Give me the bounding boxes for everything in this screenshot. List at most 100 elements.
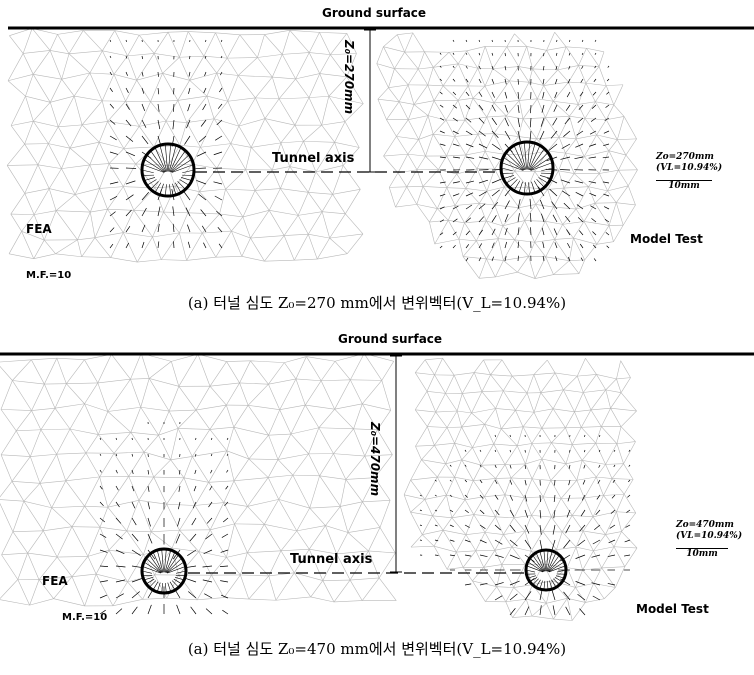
mesh-edge xyxy=(99,188,108,210)
mesh-edge xyxy=(223,502,248,507)
mesh-edge xyxy=(280,124,296,144)
mesh-edge xyxy=(55,239,78,255)
displacement-vector xyxy=(613,449,616,452)
mesh-edge xyxy=(43,210,57,241)
mesh-edge xyxy=(465,150,486,156)
mesh-edge xyxy=(280,548,310,552)
displacement-vector xyxy=(552,214,558,223)
tunnel-vector xyxy=(149,580,157,588)
mesh-edge xyxy=(558,170,565,189)
mesh-edge xyxy=(208,482,225,503)
mesh-edge xyxy=(61,148,71,169)
mesh-edge xyxy=(513,517,526,532)
displacement-vector xyxy=(449,479,452,482)
mesh-edge xyxy=(577,104,586,119)
mesh-edge xyxy=(296,525,326,532)
tunnel-vector xyxy=(164,583,167,593)
mesh-edge xyxy=(107,411,132,433)
mesh-edge xyxy=(154,574,168,599)
mesh-edge xyxy=(303,140,335,143)
mesh-edge xyxy=(332,165,344,195)
ground-surface-label: Ground surface xyxy=(338,332,443,346)
mesh-edge xyxy=(127,53,155,57)
mesh-edge xyxy=(107,406,141,412)
tunnel-vector xyxy=(546,550,549,572)
mesh-edge xyxy=(127,581,143,600)
mesh-edge xyxy=(49,188,76,195)
mesh-edge xyxy=(415,372,428,392)
displacement-vector xyxy=(215,135,223,141)
mesh-edge xyxy=(68,53,91,74)
mesh-edge xyxy=(473,359,484,373)
mesh-edge xyxy=(543,81,569,86)
mesh-edge xyxy=(433,545,457,553)
mesh-edge xyxy=(179,505,196,531)
displacement-vector xyxy=(504,130,511,140)
displacement-vector xyxy=(517,117,520,128)
tunnel-vector xyxy=(536,179,545,188)
mesh-edge xyxy=(162,72,190,81)
mesh-edge xyxy=(503,260,518,273)
mesh-edge xyxy=(230,143,246,170)
mesh-edge xyxy=(605,511,617,535)
displacement-vector xyxy=(560,179,571,184)
mesh-edge xyxy=(227,75,239,102)
mesh-edge xyxy=(415,409,436,413)
mesh-edge xyxy=(585,82,596,102)
displacement-vector xyxy=(592,539,601,545)
mesh-edge xyxy=(153,476,167,505)
mesh-edge xyxy=(84,382,99,404)
mesh-edge xyxy=(514,220,525,240)
mesh-edge xyxy=(492,66,519,69)
displacement-vector xyxy=(553,494,556,502)
mesh-edge xyxy=(203,55,228,59)
tunnel-vector xyxy=(169,184,172,196)
mesh-edge xyxy=(272,166,290,171)
mesh-edge xyxy=(486,190,495,206)
mesh-edge xyxy=(584,118,597,136)
tunnel-vector xyxy=(531,181,536,193)
mesh-edge xyxy=(406,186,418,205)
mesh-edge xyxy=(183,456,193,478)
mesh-edge xyxy=(565,152,585,157)
mesh-edge xyxy=(434,442,455,446)
mesh-edge xyxy=(51,480,67,508)
mesh-edge xyxy=(424,499,433,516)
mesh-edge xyxy=(257,54,283,58)
mesh-edge xyxy=(303,124,322,142)
mesh-edge xyxy=(605,531,622,535)
mesh-edge xyxy=(77,237,95,241)
mesh-edge xyxy=(509,80,530,83)
mesh-edge xyxy=(551,580,576,588)
mesh-edge xyxy=(39,480,66,484)
displacement-vector xyxy=(553,509,556,519)
tunnel-vector xyxy=(141,570,152,574)
displacement-vector xyxy=(491,52,494,56)
mesh-edge xyxy=(565,138,577,154)
mesh-edge xyxy=(29,579,40,606)
mesh-edge xyxy=(537,85,544,99)
displacement-vector xyxy=(579,524,586,532)
mesh-edge xyxy=(150,531,173,549)
mesh-edge xyxy=(546,50,559,71)
mesh-edge xyxy=(242,190,256,218)
mesh-edge xyxy=(211,557,227,576)
mesh-edge xyxy=(101,74,115,101)
mesh-edge xyxy=(442,358,455,376)
mesh-edge xyxy=(364,429,378,457)
mesh-edge xyxy=(233,426,269,436)
mesh-edge xyxy=(503,186,520,208)
mesh-edge xyxy=(494,205,504,226)
mesh-edge xyxy=(502,220,525,227)
mesh-edge xyxy=(568,237,574,261)
mesh-edge xyxy=(421,459,446,465)
displacement-vector xyxy=(465,143,474,148)
displacement-vector xyxy=(509,434,511,438)
mesh-edge xyxy=(605,389,622,393)
mesh-edge xyxy=(65,480,85,507)
mesh-edge xyxy=(413,84,429,105)
mesh-edge xyxy=(593,534,606,552)
mesh-edge xyxy=(446,187,466,189)
mesh-edge xyxy=(94,237,111,258)
displacement-vector xyxy=(581,39,584,42)
